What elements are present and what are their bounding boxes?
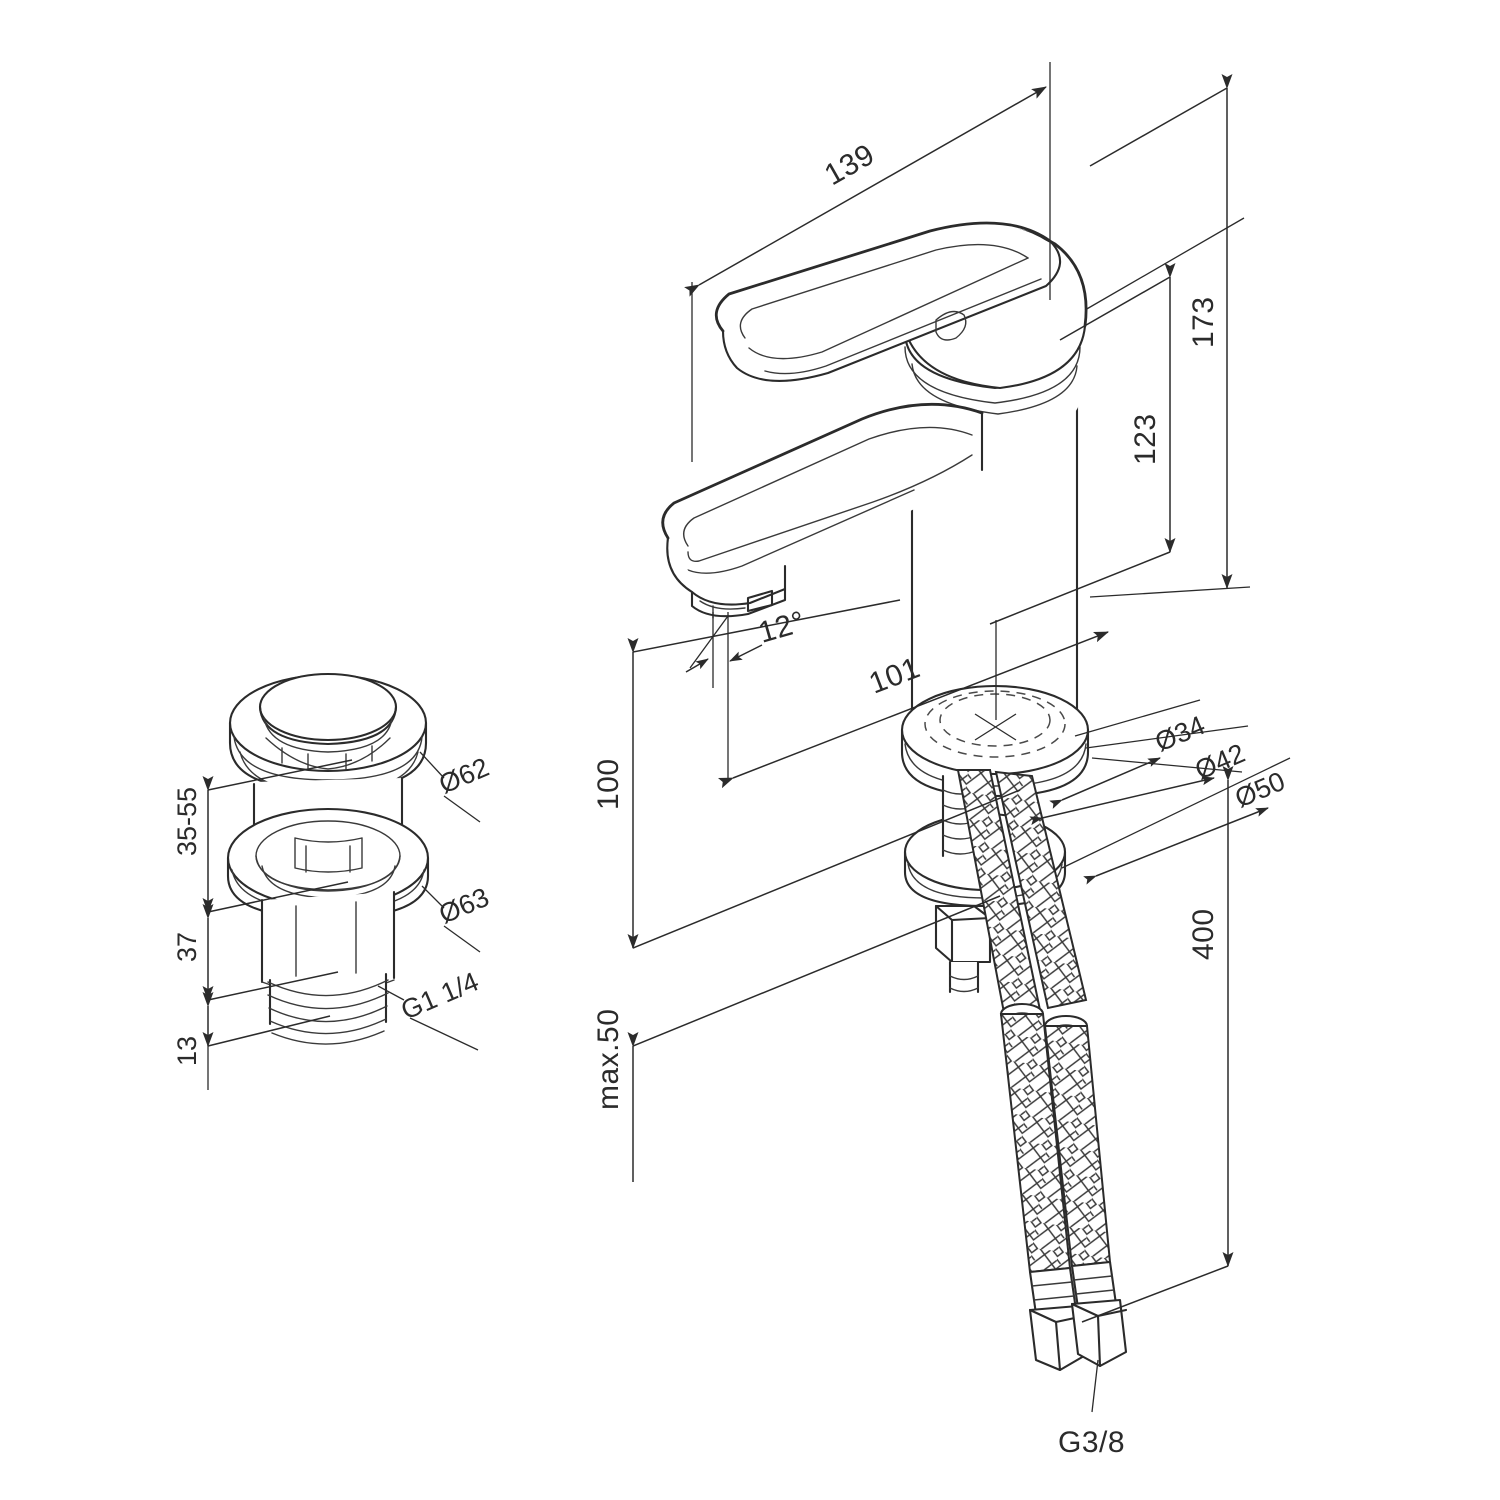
label-400: 400 xyxy=(1187,908,1220,960)
dimension-max-counter-thickness: max.50 xyxy=(592,895,1001,1182)
leader-hose-thread: G3/8 xyxy=(1058,1359,1125,1459)
hex-nut xyxy=(934,904,992,994)
label-35-55: 35-55 xyxy=(172,787,202,856)
popup-waste-assembly xyxy=(226,672,430,1045)
label-123: 123 xyxy=(1129,413,1162,465)
drain-thread xyxy=(267,972,389,1045)
label-173: 173 xyxy=(1187,296,1220,348)
dimension-washer-diameter: Ø42 xyxy=(1029,725,1249,826)
dimension-drain-body-length: 37 xyxy=(172,904,339,1001)
spout-outlet xyxy=(666,536,787,619)
base-escutcheon xyxy=(900,684,1090,798)
label-100: 100 xyxy=(592,758,625,810)
drain-cap xyxy=(228,672,428,793)
dimension-drain-thread-length: 13 xyxy=(172,992,331,1090)
dimension-drain-adjust-range: 35-55 xyxy=(172,759,353,913)
label-g38: G3/8 xyxy=(1058,1426,1125,1459)
dimension-counter-clearance: 100 xyxy=(592,599,1021,949)
dimension-spout-height: 123 xyxy=(989,263,1176,625)
hose-end-fitting-left xyxy=(1028,1266,1086,1372)
hose-end-fitting-right xyxy=(1070,1260,1128,1368)
label-max50: max.50 xyxy=(592,1009,625,1110)
dimension-hose-length: 400 xyxy=(1081,757,1243,1323)
label-13: 13 xyxy=(172,1036,202,1066)
label-37: 37 xyxy=(172,932,202,962)
